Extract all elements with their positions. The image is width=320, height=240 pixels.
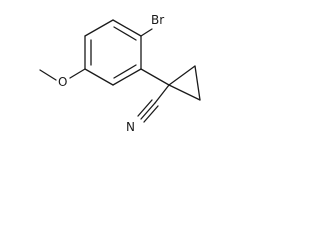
ring-double-bond-c1-c2 (113, 26, 137, 41)
bond-c3-cq (140, 68, 170, 86)
ring-bond-c4-c5 (84, 68, 114, 86)
bond-c5-o (69, 68, 86, 79)
bond-cq-cn (154, 84, 170, 104)
cyclopropane-bond-3 (168, 84, 201, 101)
atom-label-nitrogen: N (126, 120, 135, 134)
bond-c2-br (140, 28, 153, 37)
ring-bond-c6-c1 (84, 19, 114, 37)
cyclopropane-bond-1 (168, 65, 196, 86)
bond-o-ch3 (39, 69, 57, 81)
ring-bond-c1-c2 (112, 19, 142, 37)
atom-label-oxygen: O (58, 75, 67, 89)
nitrile-triple-bond-right (143, 105, 159, 123)
ring-double-bond-c3-c4 (113, 64, 137, 79)
atom-label-bromine: Br (151, 13, 164, 27)
nitrile-triple-bond-left (137, 99, 153, 117)
molecule-structure-diagram: Br O N (39, 13, 201, 134)
cyclopropane-bond-2 (194, 65, 201, 101)
nitrile-triple-bond-center (140, 102, 156, 120)
ring-bond-c3-c4 (112, 68, 142, 86)
